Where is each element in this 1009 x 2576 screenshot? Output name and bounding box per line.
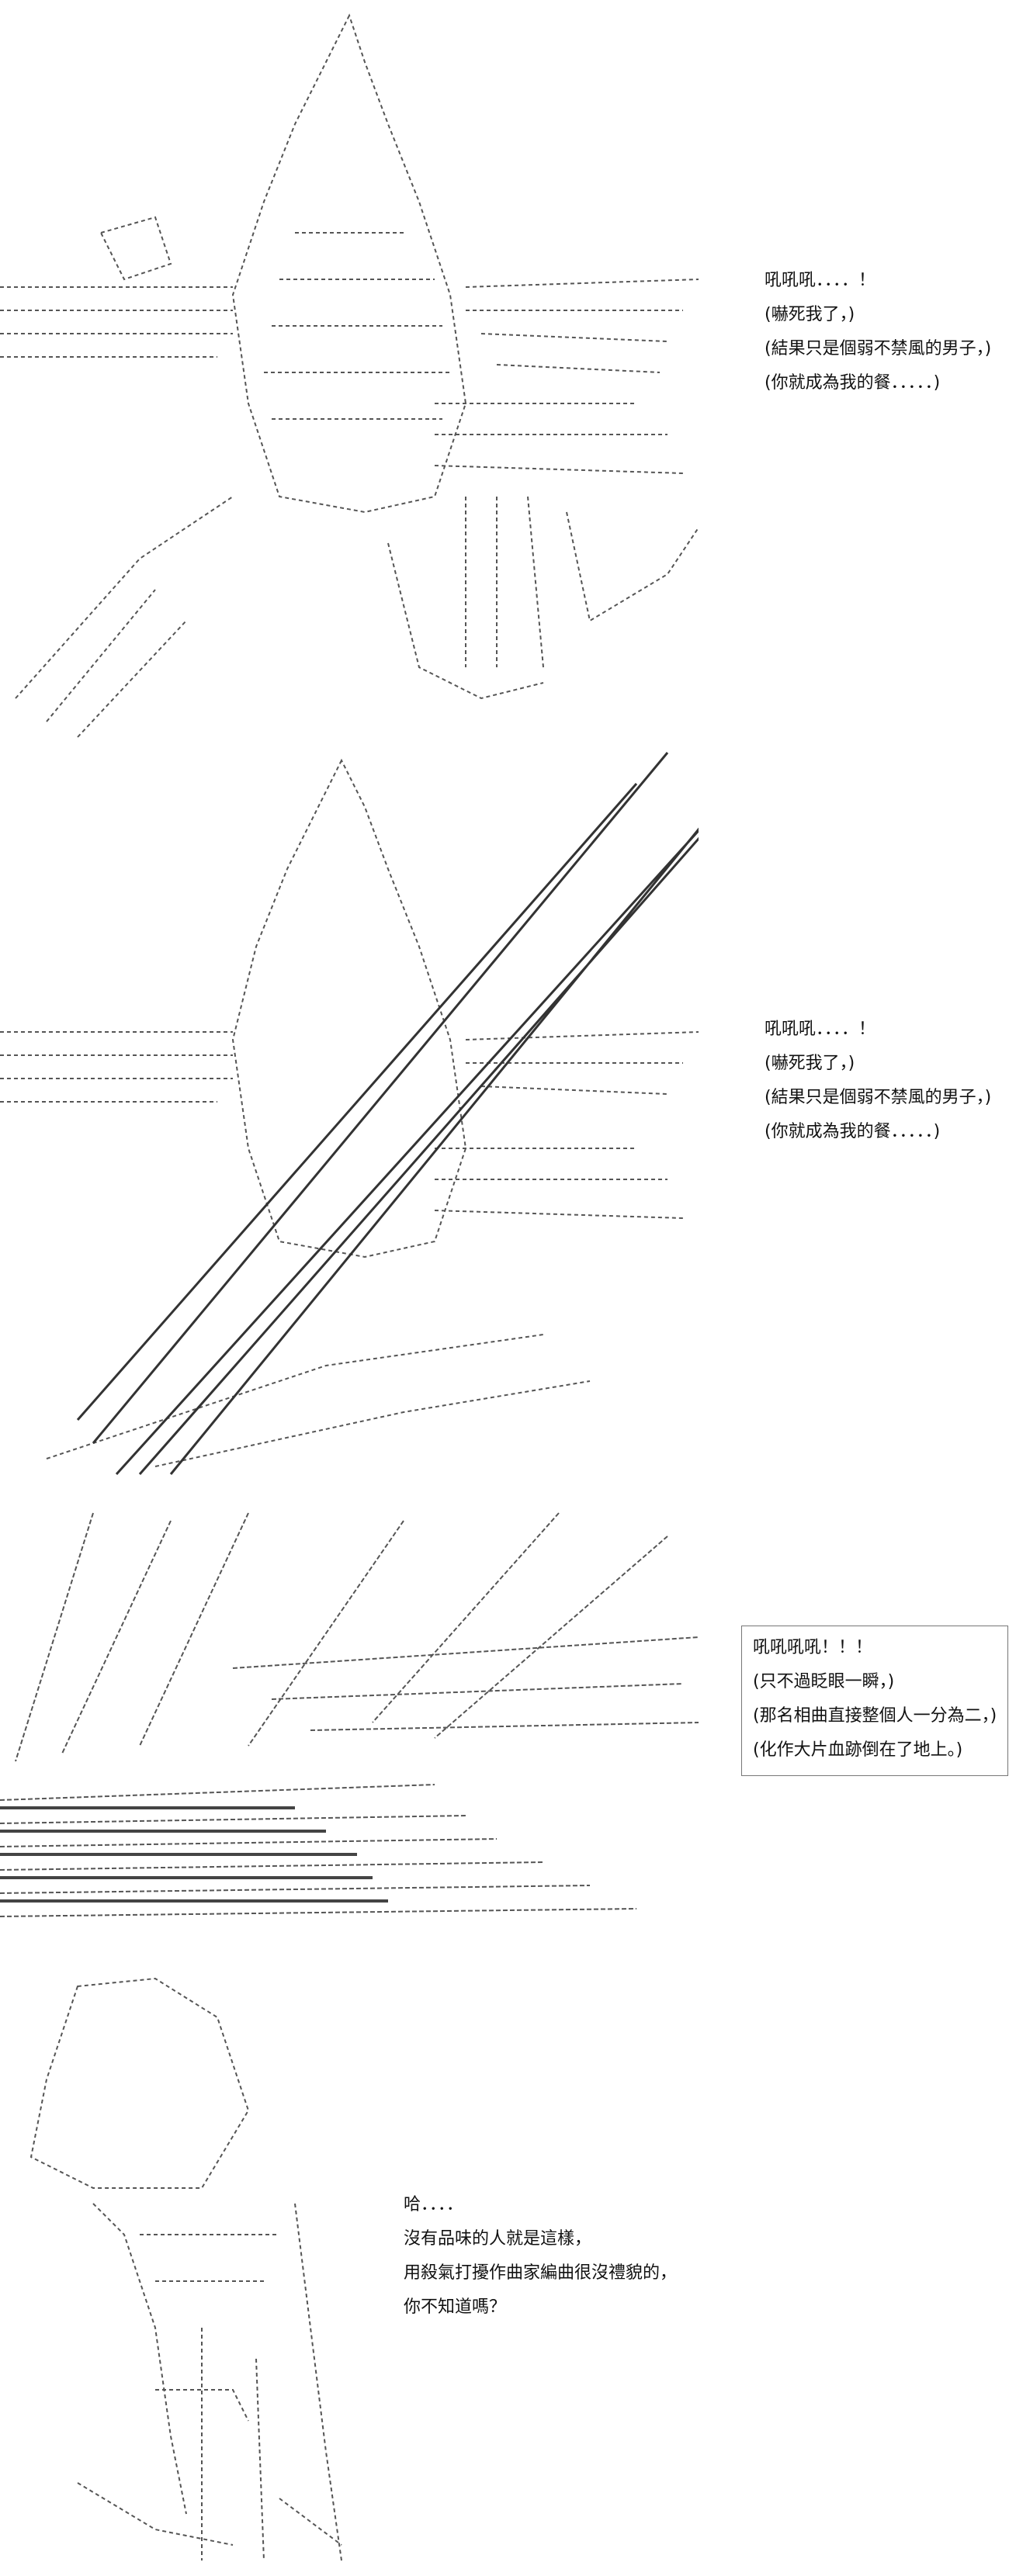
dialogue-line: 哈．．．．: [404, 2195, 464, 2214]
dialogue-line: 你不知道嗎？: [404, 2297, 507, 2317]
dialogue-line: (結果只是個弱不禁風的男子，): [765, 1088, 992, 1107]
dialogue-line: (你就成為我的餐．．．．．): [765, 373, 941, 393]
dialogue-line: (化作大片血跡倒在了地上。): [753, 1740, 963, 1760]
ascii-art-composer: [0, 1955, 699, 2576]
ascii-art-monster-slashed: [0, 745, 699, 1490]
panel-composer: 哈．．．． 沒有品味的人就是這樣， 用殺氣打擾作曲家編曲很沒禮貌的， 你不知道嗎…: [0, 1955, 1009, 2576]
dialogue-text: 吼吼吼．．．．！ (嚇死我了，) (結果只是個弱不禁風的男子，) (你就成為我的…: [765, 1013, 991, 1149]
ascii-art-monster: [0, 0, 699, 745]
dialogue-line: (只不過眨眼一瞬，): [753, 1672, 895, 1691]
dialogue-line: (你就成為我的餐．．．．．): [765, 1122, 941, 1141]
ascii-art-splatter: [0, 1490, 699, 1955]
dialogue-line: (嚇死我了，): [765, 1054, 855, 1073]
panel-blood-splatter: 吼吼吼吼！！！ (只不過眨眼一瞬，) (那名相曲直接整個人一分為二，) (化作大…: [0, 1490, 1009, 1955]
panel-monster-slashed: 吼吼吼．．．．！ (嚇死我了，) (結果只是個弱不禁風的男子，) (你就成為我的…: [0, 745, 1009, 1490]
panel-monster-calm: 吼吼吼．．．．！ (嚇死我了，) (結果只是個弱不禁風的男子，) (你就成為我的…: [0, 0, 1009, 745]
dialogue-line: (嚇死我了，): [765, 305, 855, 324]
dialogue-line: 吼吼吼．．．．！: [765, 271, 876, 290]
dialogue-line: 吼吼吼．．．．！: [765, 1020, 876, 1039]
dialogue-line: (結果只是個弱不禁風的男子，): [765, 339, 992, 358]
dialogue-line: 吼吼吼吼！！！: [753, 1638, 873, 1657]
dialogue-line: 沒有品味的人就是這樣，: [404, 2229, 592, 2249]
dialogue-text: 哈．．．． 沒有品味的人就是這樣， 用殺氣打擾作曲家編曲很沒禮貌的， 你不知道嗎…: [404, 2188, 677, 2325]
dialogue-line: (那名相曲直接整個人一分為二，): [753, 1706, 997, 1726]
dialogue-line: 用殺氣打擾作曲家編曲很沒禮貌的，: [404, 2263, 678, 2283]
dialogue-text: 吼吼吼．．．．！ (嚇死我了，) (結果只是個弱不禁風的男子，) (你就成為我的…: [765, 264, 991, 400]
narration-box: 吼吼吼吼！！！ (只不過眨眼一瞬，) (那名相曲直接整個人一分為二，) (化作大…: [741, 1626, 1009, 1776]
